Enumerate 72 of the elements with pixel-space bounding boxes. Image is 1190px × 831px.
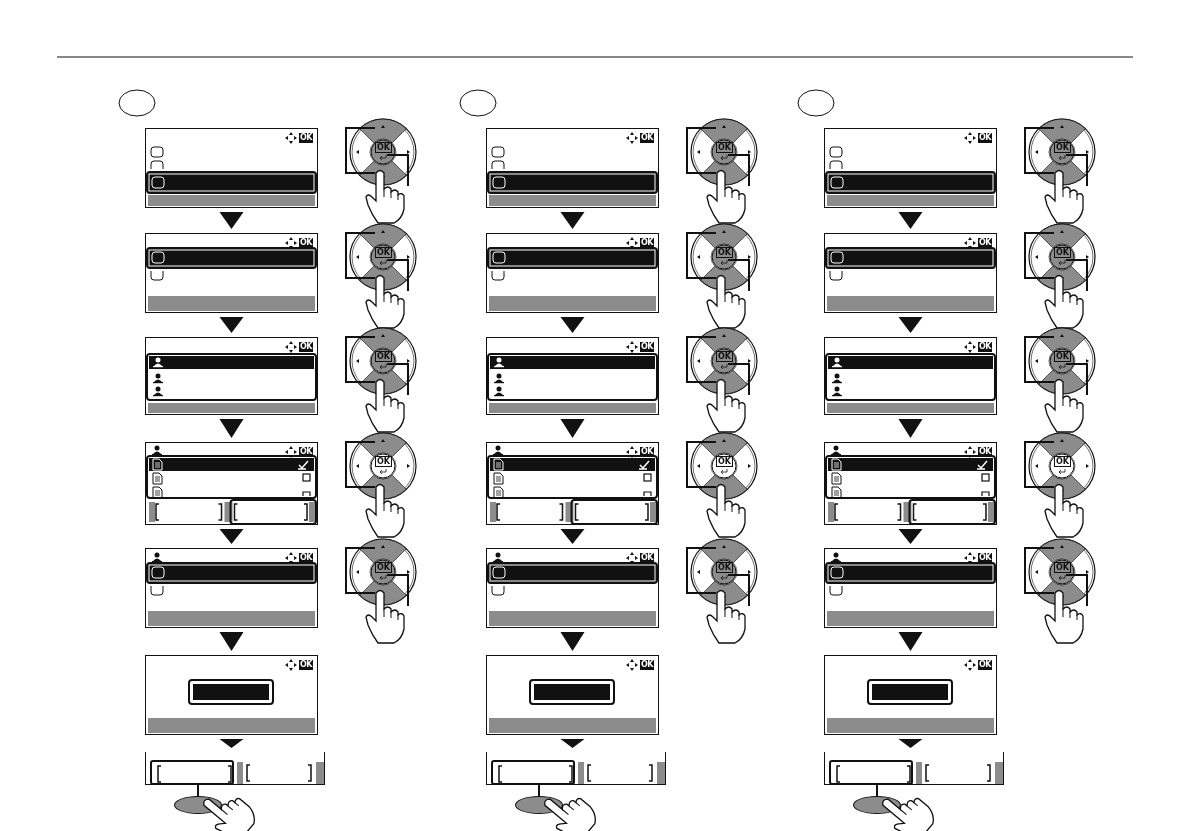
ok-key-label: OK [375, 142, 392, 153]
down-arrow [219, 419, 244, 438]
down-arrow [898, 317, 923, 333]
down-arrow [219, 317, 244, 333]
ok-badge: OK [640, 553, 654, 563]
soft-key-bar [486, 752, 666, 785]
ok-key-label: OK [716, 142, 733, 153]
display-screen [486, 337, 659, 415]
down-arrow [560, 317, 585, 333]
ok-badge: OK [299, 660, 313, 670]
soft-key [150, 760, 234, 785]
ok-key-label: OK [716, 247, 733, 258]
display-screen [486, 233, 659, 313]
ok-badge: OK [640, 133, 654, 143]
down-arrow [219, 212, 244, 229]
down-arrow [898, 212, 923, 229]
ok-badge: OK [640, 238, 654, 248]
ok-badge: OK [640, 342, 654, 352]
down-arrow [560, 632, 585, 651]
ok-badge: OK [978, 660, 992, 670]
ok-badge: OK [640, 447, 654, 457]
ok-badge: OK [299, 553, 313, 563]
ok-badge: OK [978, 553, 992, 563]
connector-line [538, 784, 540, 797]
ok-key-label: OK [1054, 142, 1071, 153]
soft-key [491, 760, 575, 785]
display-screen [824, 337, 997, 415]
display-screen [824, 233, 997, 313]
ok-key-label: OK [375, 456, 392, 467]
display-screen [145, 233, 318, 313]
ok-badge: OK [978, 447, 992, 457]
display-screen [486, 128, 659, 208]
down-arrow [219, 529, 244, 544]
down-arrow [219, 739, 244, 748]
ok-key-label: OK [716, 562, 733, 573]
down-arrow [560, 212, 585, 229]
ok-badge: OK [299, 447, 313, 457]
down-arrow [898, 529, 923, 544]
ok-badge: OK [299, 133, 313, 143]
down-arrow [219, 632, 244, 651]
ok-badge: OK [299, 342, 313, 352]
ok-badge: OK [299, 238, 313, 248]
down-arrow [898, 739, 923, 748]
down-arrow [898, 419, 923, 438]
connector-line [197, 784, 199, 797]
soft-key-bar [824, 752, 1004, 785]
ok-key-label: OK [1054, 247, 1071, 258]
ok-badge: OK [978, 133, 992, 143]
down-arrow [560, 739, 585, 748]
ok-key-label: OK [716, 456, 733, 467]
soft-key [829, 760, 913, 785]
ok-badge: OK [640, 660, 654, 670]
ok-key-label: OK [1054, 351, 1071, 362]
down-arrow [898, 632, 923, 651]
ok-key-label: OK [375, 247, 392, 258]
ok-key-label: OK [1054, 562, 1071, 573]
soft-key-bar [145, 752, 325, 785]
ok-key-label: OK [375, 562, 392, 573]
display-screen [145, 128, 318, 208]
connector-line [876, 784, 878, 797]
display-screen [824, 128, 997, 208]
ok-badge: OK [978, 342, 992, 352]
down-arrow [560, 419, 585, 438]
display-screen [824, 655, 997, 735]
ok-badge: OK [978, 238, 992, 248]
ok-key-label: OK [1054, 456, 1071, 467]
ok-key-label: OK [716, 351, 733, 362]
ok-key-label: OK [375, 351, 392, 362]
display-screen [145, 337, 318, 415]
display-screen [486, 655, 659, 735]
display-screen [145, 655, 318, 735]
down-arrow [560, 529, 585, 544]
